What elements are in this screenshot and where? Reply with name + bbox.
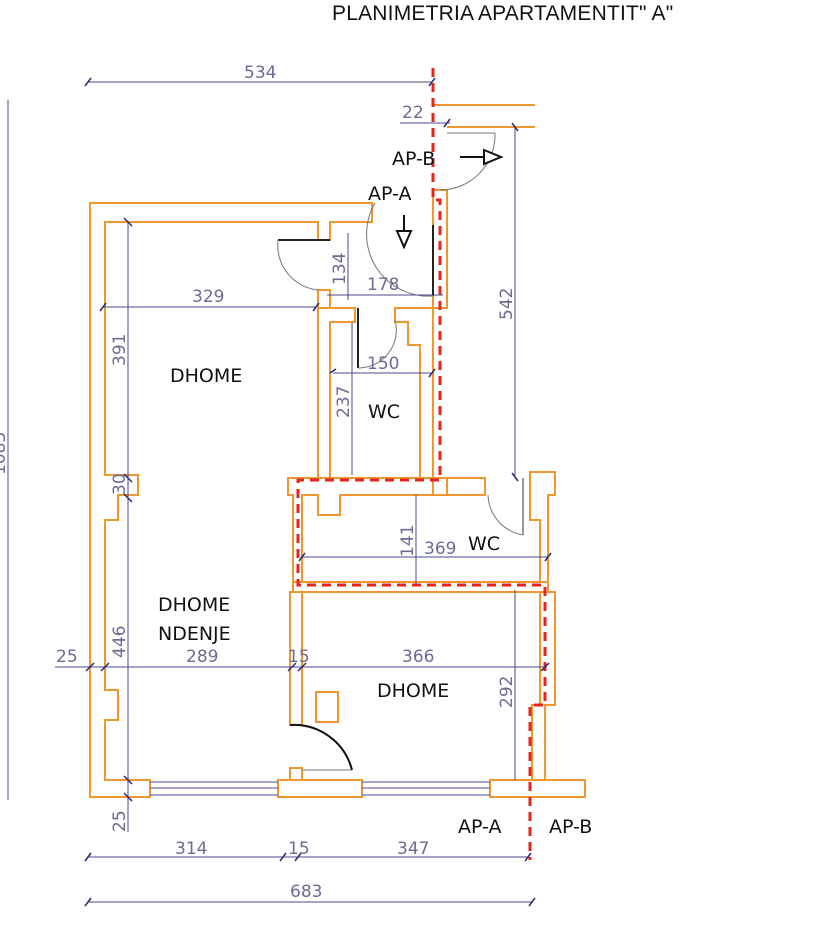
dim-room1-width: 329 [192,287,224,307]
doors [277,132,524,771]
dim-wc2-height: 141 [398,525,418,557]
dim-entry-gap: 22 [402,103,424,123]
dim-wc1-height: 237 [334,386,354,418]
dim-right-height: 542 [497,288,517,320]
dim-room2-height: 292 [497,676,517,708]
dim-wc1-width: 150 [367,354,399,374]
dim-bottom-mid-15: 15 [288,839,310,859]
dim-wall-30: 30 [110,473,130,495]
dim-total-height: 1085 [0,432,10,475]
dim-wall-left-25: 25 [56,647,78,667]
arrow-down-icon [395,215,413,250]
windows [150,781,490,796]
room-label-wc-2: WC [468,533,500,555]
room-label-dhome-2: DHOME [377,680,449,702]
dim-wc2-width: 369 [424,539,456,559]
dimension-lines [7,77,552,907]
plan-title: PLANIMETRIA APARTAMENTIT" A" [332,2,674,25]
dim-total-width: 683 [290,882,322,902]
dim-wall-bottom-25: 25 [110,810,130,832]
dim-hall-width: 178 [367,275,399,295]
apartment-label-bottom-b: AP-B [549,816,592,838]
apartment-separator-line [296,68,547,860]
room-label-living-2: NDENJE [158,623,231,645]
room-label-wc-1: WC [368,401,400,423]
dim-partition-15: 15 [288,647,310,667]
dim-bottom-left: 314 [175,839,207,859]
dim-room1-height: 391 [110,334,130,366]
apartment-label-top-b: AP-B [392,148,435,170]
dim-room2-width: 366 [402,647,434,667]
arrow-right-icon [460,148,504,166]
room-label-dhome-1: DHOME [170,365,242,387]
room-label-living-1: DHOME [158,594,230,616]
apartment-label-top-a: AP-A [368,183,411,205]
dim-living-height: 446 [110,626,130,658]
dim-hall-height: 134 [330,253,350,285]
dim-top-width: 534 [244,63,276,83]
apartment-label-bottom-a: AP-A [458,816,501,838]
dim-bottom-right: 347 [397,839,429,859]
dim-living-width: 289 [186,647,218,667]
